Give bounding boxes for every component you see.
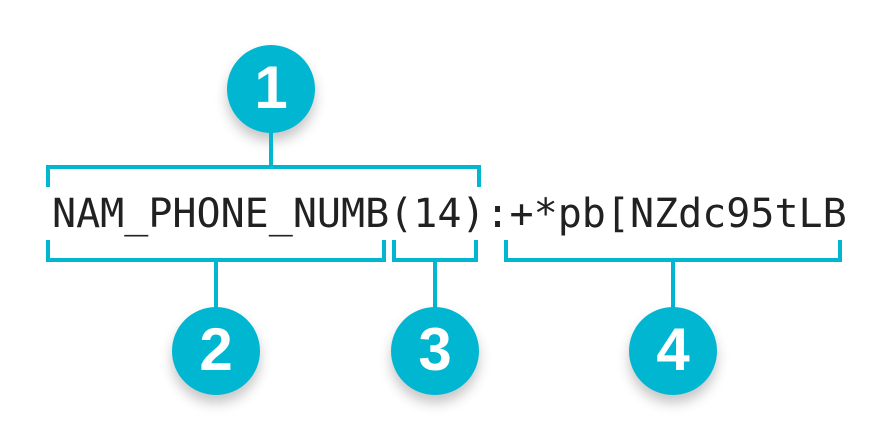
callout-number-1: 1 [254,53,288,121]
callout-badge-3: 3 [391,307,479,395]
callout-badge-2: 2 [172,307,260,395]
callout-number-2: 2 [199,315,233,383]
bracket-segment-4 [504,240,842,262]
callout-number-3: 3 [418,315,452,383]
callout-badge-4: 4 [629,307,717,395]
connector-line-3 [433,261,437,308]
bracket-segment-1 [46,165,481,187]
field-definition-string: NAM_PHONE_NUMB(14):+*pb[NZdc95tLB [52,191,847,237]
bracket-segment-2 [46,240,386,262]
callout-badge-1: 1 [227,45,315,133]
connector-line-2 [214,261,218,308]
connector-line-1 [269,129,273,167]
connector-line-4 [671,261,675,308]
callout-number-4: 4 [656,315,690,383]
bracket-segment-3 [392,240,478,262]
